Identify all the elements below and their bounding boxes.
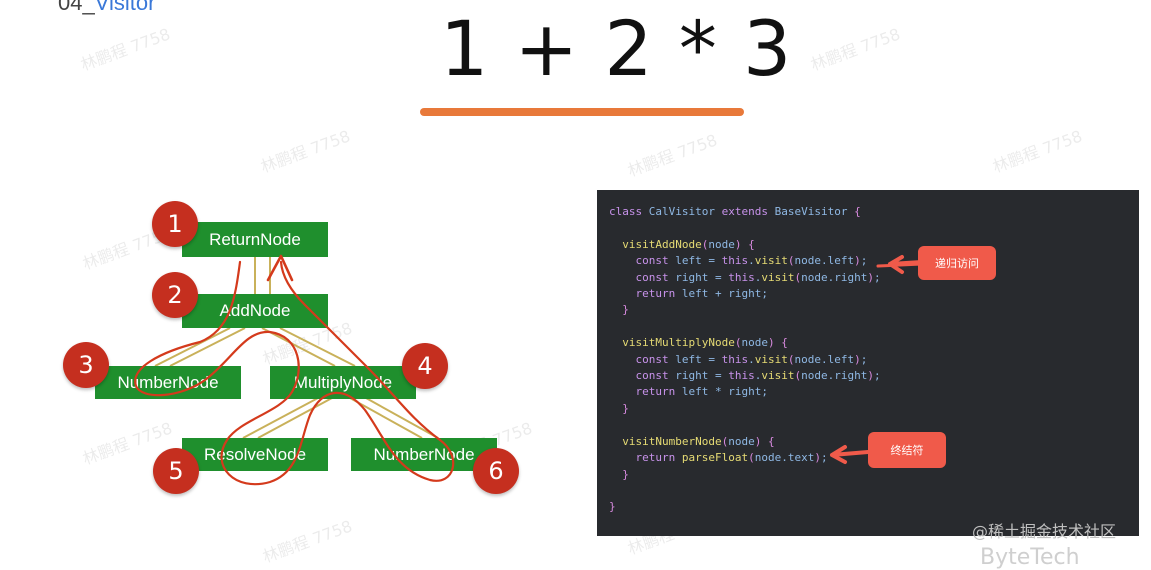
footer-brand: @稀土掘金技术社区	[972, 522, 1117, 541]
expression-title: 1 + 2 * 3	[440, 4, 793, 93]
connector-add-number-2	[154, 327, 231, 367]
code-line: visitMultiplyNode(node) {	[622, 336, 788, 350]
code-line: visitAddNode(node) {	[622, 237, 755, 251]
code-panel	[597, 190, 1139, 536]
traversal-arrowhead	[266, 254, 294, 282]
callout-terminal: 终结符	[868, 432, 946, 468]
callout-recursive: 递归访问	[918, 246, 996, 280]
code-line: const left = this.visit(node.left);	[635, 254, 868, 268]
step-badge-1: 1	[152, 201, 198, 247]
cropped-heading: 04_Visitor	[58, 0, 155, 16]
connector-multiply-number	[349, 397, 423, 439]
code-line: return left + right;	[635, 287, 768, 301]
step-badge-3: 3	[63, 342, 109, 388]
tree-connectors	[154, 257, 439, 439]
node-return: ReturnNode	[182, 222, 328, 257]
code-line: }	[622, 467, 629, 481]
code-line: }	[622, 401, 629, 415]
step-badge-6: 6	[473, 448, 519, 494]
callout-arrow-recursive-shaft	[876, 262, 924, 268]
node-resolve: ResolveNode	[182, 438, 328, 471]
heading-prefix: 04_	[58, 0, 95, 15]
step-badge-4: 4	[402, 343, 448, 389]
node-add: AddNode	[182, 294, 328, 328]
connector-multiply-number-2	[365, 397, 439, 439]
connector-add-number	[169, 327, 246, 367]
code-line: return parseFloat(node.text);	[635, 451, 828, 465]
traversal-path	[134, 254, 455, 486]
code-line: const left = this.visit(node.left);	[635, 352, 868, 366]
step-badge-5: 5	[153, 448, 199, 494]
code-block: class CalVisitor extends BaseVisitor { v…	[609, 204, 881, 516]
code-line: }	[609, 500, 616, 514]
connector-multiply-resolve-2	[242, 397, 319, 439]
connector-multiply-resolve	[257, 397, 333, 439]
code-line: return left * right;	[635, 385, 768, 399]
code-line: }	[622, 303, 629, 317]
callout-arrows	[830, 255, 924, 464]
callout-arrow-terminal	[830, 445, 870, 464]
code-line: const right = this.visit(node.right);	[635, 369, 881, 383]
traversal-stroke	[134, 260, 455, 486]
heading-link[interactable]: Visitor	[94, 0, 156, 15]
connector-add-multiply	[261, 327, 336, 367]
step-badge-2: 2	[152, 272, 198, 318]
code-line: class CalVisitor extends BaseVisitor {	[609, 205, 861, 218]
expression-underline	[420, 108, 744, 116]
connector-add-multiply-2	[279, 327, 356, 367]
code-line: visitNumberNode(node) {	[622, 434, 775, 448]
code-line: const right = this.visit(node.right);	[635, 270, 881, 284]
